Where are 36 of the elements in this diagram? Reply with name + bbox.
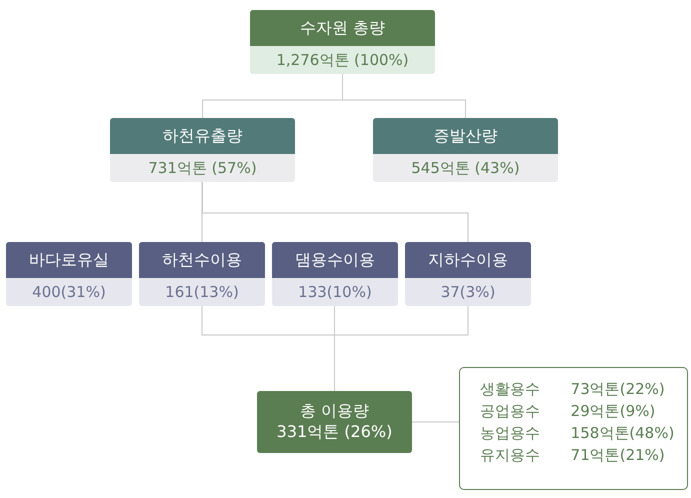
card-title: 증발산량 xyxy=(373,118,558,154)
card-title: 댐용수이용 xyxy=(272,242,398,278)
node-card xyxy=(373,118,558,182)
usage-value: 71억톤(21%) xyxy=(570,446,666,465)
node-card xyxy=(250,10,435,74)
usage-name: 유지용수 xyxy=(480,446,541,465)
card-title: 지하수이용 xyxy=(405,242,531,278)
total-value: 331억톤 (26%) xyxy=(276,422,392,443)
usage-name: 생활용수 xyxy=(480,380,541,399)
card-title: 바다로유실 xyxy=(6,242,132,278)
card-value: 161(13%) xyxy=(164,282,240,303)
usage-name: 공업용수 xyxy=(480,402,541,421)
card-title: 하천수이용 xyxy=(139,242,265,278)
card-value: 545억톤 (43%) xyxy=(410,158,521,178)
total-title: 총 이용량 xyxy=(300,401,370,422)
usage-value: 158억톤(48%) xyxy=(570,424,676,443)
card-title: 수자원 총량 xyxy=(250,10,435,46)
connector-line xyxy=(342,74,466,118)
card-value: 400(31%) xyxy=(31,282,107,303)
connector-line xyxy=(334,306,468,392)
card-value: 133(10%) xyxy=(297,282,373,303)
node-card xyxy=(6,242,132,306)
node-card xyxy=(110,118,295,182)
card-value: 731억톤 (57%) xyxy=(147,158,258,178)
usage-value: 73억톤(22%) xyxy=(570,380,666,399)
usage-name: 농업용수 xyxy=(480,424,541,443)
node-card xyxy=(405,242,531,306)
card-value: 1,276억톤 (100%) xyxy=(275,50,410,70)
breakdown-box xyxy=(459,367,688,490)
connector-line xyxy=(202,182,468,242)
node-card xyxy=(272,242,398,306)
total-box xyxy=(257,391,412,453)
card-title: 하천유출량 xyxy=(110,118,295,154)
node-card xyxy=(139,242,265,306)
usage-value: 29억톤(9%) xyxy=(570,402,656,421)
card-value: 37(3%) xyxy=(440,282,496,303)
